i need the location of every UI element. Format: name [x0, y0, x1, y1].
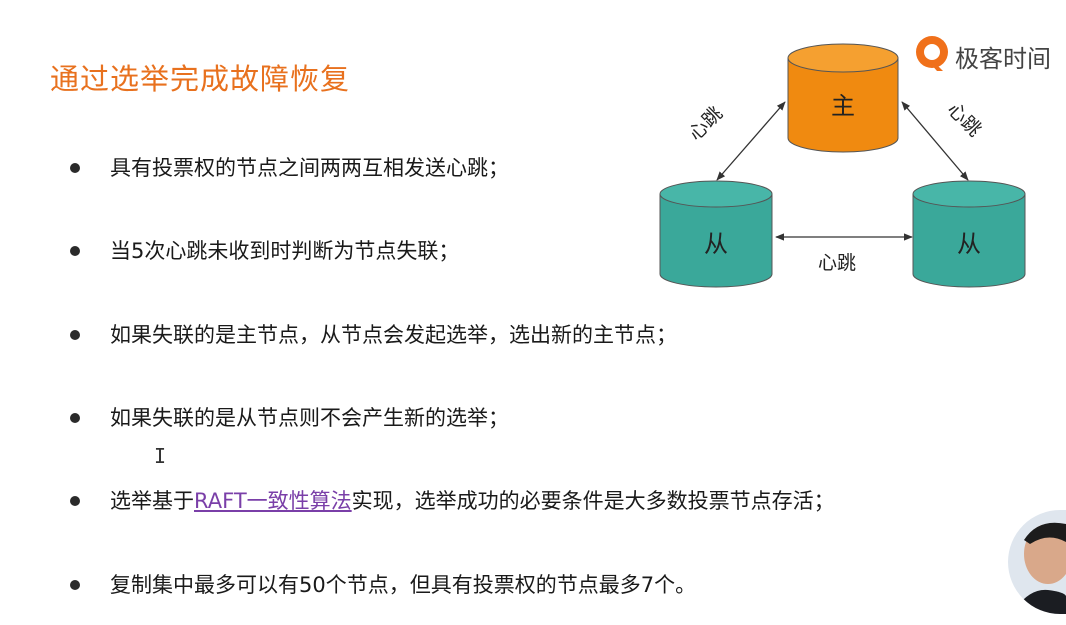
bullet-item: 当5次心跳未收到时判断为节点失联；	[64, 231, 1024, 271]
heartbeat-label-right: 心跳	[943, 99, 985, 141]
bullet-item: 如果失联的是从节点则不会产生新的选举；	[64, 398, 1024, 438]
bullet-text: 具有投票权的节点之间两两互相发送心跳；	[110, 156, 509, 180]
slide-title: 通过选举完成故障恢复	[50, 62, 351, 96]
bullet-item: 复制集中最多可以有50个节点，但具有投票权的节点最多7个。	[64, 565, 1024, 605]
bullet-dot-icon	[70, 413, 80, 423]
primary-node: 主	[787, 43, 899, 153]
bullet-dot-icon	[70, 246, 80, 256]
raft-algorithm-link[interactable]: RAFT一致性算法	[194, 489, 352, 513]
text-cursor-icon: I	[154, 444, 167, 468]
secondary-node-right: 从	[912, 180, 1026, 288]
bullet-item: 如果失联的是主节点，从节点会发起选举，选出新的主节点；	[64, 315, 1024, 355]
secondary-node-left: 从	[659, 180, 773, 288]
primary-node-label: 主	[831, 92, 855, 120]
secondary-node-left-label: 从	[704, 230, 728, 258]
bullet-text: 当5次心跳未收到时判断为节点失联；	[110, 239, 460, 263]
bullet-item: 选举基于RAFT一致性算法实现，选举成功的必要条件是大多数投票节点存活；	[64, 481, 1024, 521]
bullet-text-suffix: 实现，选举成功的必要条件是大多数投票节点存活；	[351, 489, 835, 513]
bullet-dot-icon	[70, 496, 80, 506]
replica-set-diagram: 主 从 从 心跳 心跳 心跳	[659, 43, 1026, 288]
bullet-dot-icon	[70, 163, 80, 173]
bullet-dot-icon	[70, 580, 80, 590]
bullet-item: 具有投票权的节点之间两两互相发送心跳；	[64, 148, 1024, 188]
bullet-text: 选举基于RAFT一致性算法实现，选举成功的必要条件是大多数投票节点存活；	[110, 481, 835, 521]
geektime-logo: 极客时间	[913, 33, 1066, 73]
secondary-node-right-label: 从	[957, 230, 981, 258]
logo-text: 极客时间	[955, 45, 1051, 73]
geektime-logo-icon	[916, 36, 948, 71]
heartbeat-label-bottom: 心跳	[818, 252, 856, 274]
bullet-text: 复制集中最多可以有50个节点，但具有投票权的节点最多7个。	[110, 573, 697, 597]
bullet-text: 如果失联的是主节点，从节点会发起选举，选出新的主节点；	[110, 323, 677, 347]
heartbeat-arrow-right	[901, 101, 969, 181]
bullet-text-prefix: 选举基于	[110, 489, 194, 513]
heartbeat-arrow-left	[716, 101, 786, 181]
heartbeat-label-left: 心跳	[685, 103, 727, 145]
bullet-dot-icon	[70, 330, 80, 340]
bullet-text: 如果失联的是从节点则不会产生新的选举；	[110, 406, 509, 430]
